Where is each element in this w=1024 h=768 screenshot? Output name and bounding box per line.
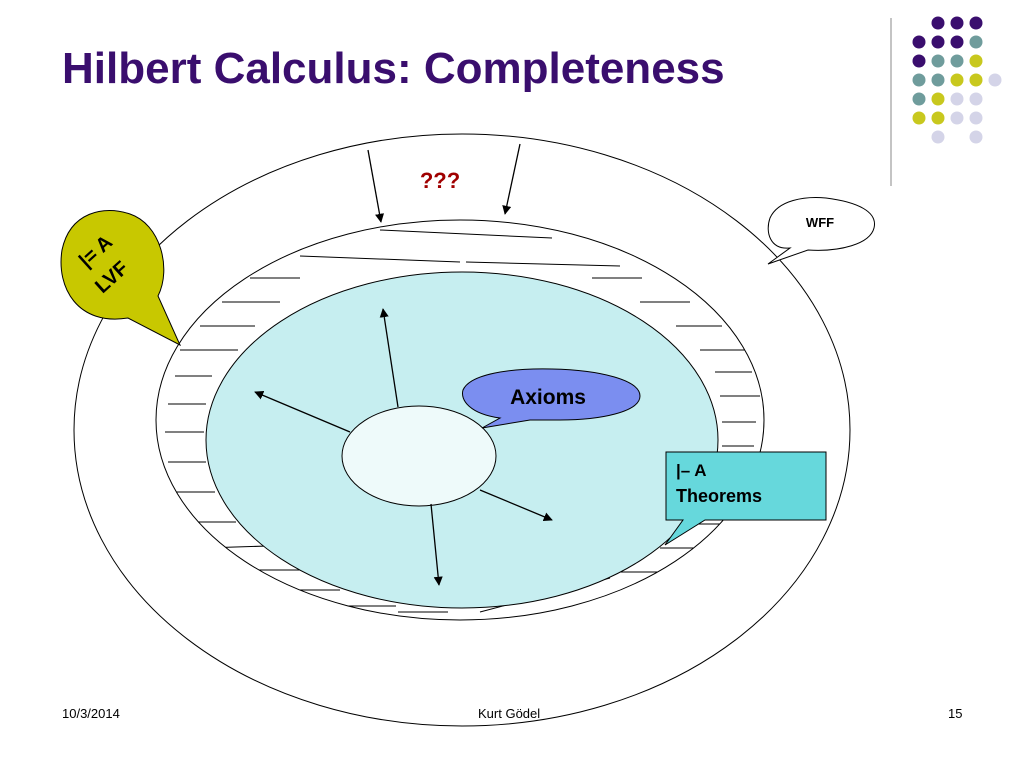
lvf-callout: |= A LVF: [60, 210, 182, 347]
theorems-callout: |– A Theorems: [664, 451, 827, 546]
decorative-dot: [931, 35, 945, 49]
decorative-dot: [912, 35, 926, 49]
decorative-dot: [931, 111, 945, 125]
question-arrow-left: [367, 149, 385, 223]
axioms-callout: Axioms: [462, 368, 641, 429]
decorative-dot: [950, 92, 964, 106]
decorative-dot: [912, 73, 926, 87]
hatch-line: [379, 229, 553, 239]
axioms-label: Axioms: [510, 386, 586, 409]
decorative-dot: [969, 92, 983, 106]
slide-title: Hilbert Calculus: Completeness: [62, 44, 725, 93]
wff-label: WFF: [806, 215, 834, 230]
decorative-dot: [969, 35, 983, 49]
decorative-dot: [931, 92, 945, 106]
decorative-dot: [988, 73, 1002, 87]
decorative-dot: [950, 54, 964, 68]
arrow-up: [379, 308, 399, 408]
decorative-dot: [931, 73, 945, 87]
decorative-dot: [950, 16, 964, 30]
footer-date: 10/3/2014: [62, 706, 120, 721]
decorative-dot: [912, 54, 926, 68]
decorative-dot: [950, 73, 964, 87]
decorative-dot: [969, 54, 983, 68]
decorative-dot: [969, 130, 983, 144]
decorative-dot: [931, 54, 945, 68]
decorative-dot: [912, 92, 926, 106]
theorems-label-line2: Theorems: [676, 486, 762, 506]
decorative-dot: [969, 111, 983, 125]
decorative-dot-grid: [912, 16, 1002, 144]
arrow-left: [254, 390, 351, 433]
theorems-label-line1: |– A: [676, 461, 707, 480]
decorative-dot: [969, 73, 983, 87]
hatch-line: [299, 255, 461, 263]
decorative-dot: [950, 111, 964, 125]
decorative-dot: [912, 111, 926, 125]
arrow-down: [430, 503, 443, 586]
decorative-dot: [969, 16, 983, 30]
footer-page-number: 15: [948, 706, 963, 721]
footer-author: Kurt Gödel: [478, 706, 541, 721]
question-label: ???: [420, 168, 460, 193]
axioms-center-ellipse: [341, 405, 497, 507]
decorative-dot: [931, 130, 945, 144]
wff-callout: [767, 197, 875, 265]
decorative-dot: [950, 35, 964, 49]
decorative-dot: [931, 16, 945, 30]
arrow-down-right: [479, 489, 553, 522]
question-arrow-right: [502, 143, 521, 215]
hatch-line: [465, 261, 621, 267]
